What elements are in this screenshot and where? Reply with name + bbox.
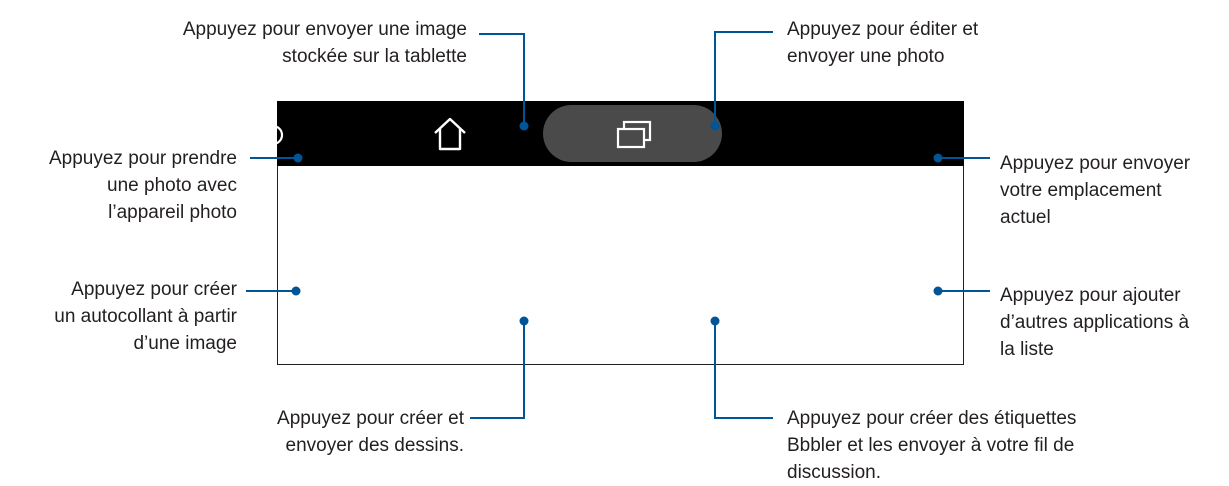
- callout-bbbler: Appuyez pour créer des étiquettes Bbbler…: [787, 408, 1077, 483]
- callout-edit-photo: Appuyez pour éditer et envoyer une photo: [787, 19, 979, 67]
- callout-send-image: Appuyez pour envoyer une image stockée s…: [182, 19, 467, 67]
- back-icon[interactable]: [277, 123, 291, 147]
- recents-icon[interactable]: [616, 120, 652, 150]
- callout-send-location: Appuyez pour envoyer votre emplacement a…: [1000, 153, 1191, 228]
- callout-create-sticker: Appuyez pour créer un autocollant à part…: [54, 279, 237, 354]
- home-icon[interactable]: [432, 116, 468, 152]
- callout-take-photo: Appuyez pour prendre une photo avec l’ap…: [48, 148, 237, 223]
- callout-add-apps: Appuyez pour ajouter d’autres applicatio…: [1000, 285, 1190, 360]
- navigation-bar: [277, 101, 964, 166]
- callout-drawings: Appuyez pour créer et envoyer des dessin…: [277, 408, 464, 456]
